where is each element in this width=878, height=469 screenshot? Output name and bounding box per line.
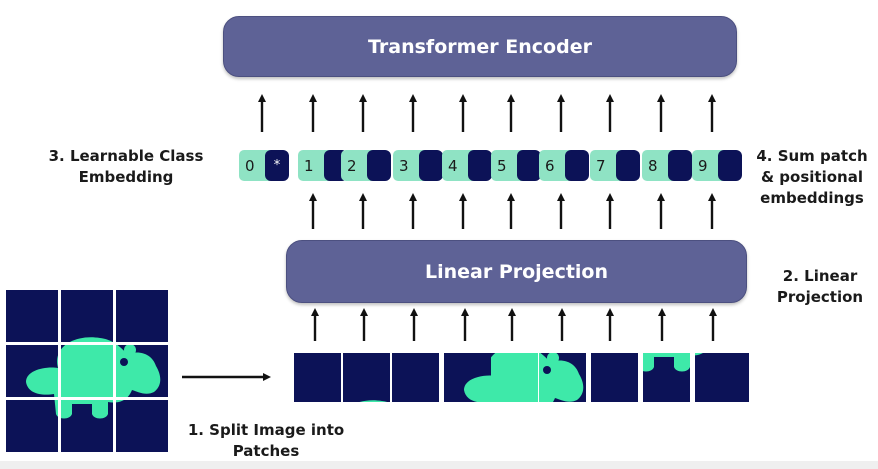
- hippo-body: [61, 345, 113, 397]
- source-image-grid: [6, 290, 168, 453]
- linear-projection-block: Linear Projection: [286, 240, 747, 303]
- step-split-patches-label: 1. Split Image into Patches: [187, 421, 345, 460]
- hippo-ear: [124, 345, 136, 356]
- class-token-embedding: *: [265, 150, 289, 181]
- step-class-embedding-label: 3. Learnable Class Embedding: [48, 147, 204, 186]
- hippo-body: [464, 375, 491, 402]
- flattened-patch: [444, 353, 491, 402]
- embedding-token-1: 1: [298, 150, 348, 181]
- hippo-body: [539, 353, 584, 402]
- hippo-body: [61, 400, 113, 419]
- hippo-body: [26, 355, 58, 397]
- embedding-token-9: 9: [692, 150, 742, 181]
- hippo-body: [54, 400, 58, 417]
- linear-projection-label: Linear Projection: [424, 260, 609, 283]
- hippo-body: [116, 345, 161, 397]
- embedding-token-7: 7: [590, 150, 640, 181]
- hippo-eye: [543, 366, 551, 374]
- flattened-patch: [294, 353, 341, 402]
- embedding-token-6: 6: [539, 150, 589, 181]
- image-patch-cell: [6, 345, 58, 397]
- patch-embedding: [419, 150, 443, 181]
- embedding-token-3: 3: [393, 150, 443, 181]
- flattened-patch: [343, 353, 390, 402]
- step-sum-embeddings-label: 4. Sum patch & positional embeddings: [756, 147, 868, 207]
- flattened-patch: [392, 353, 439, 402]
- embedding-token-2: 2: [341, 150, 391, 181]
- image-patch-cell: [116, 400, 168, 452]
- flattened-patch: [643, 353, 690, 402]
- hippo-body: [116, 400, 124, 403]
- transformer-encoder-label: Transformer Encoder: [368, 35, 592, 58]
- image-patch-cell: [116, 290, 168, 342]
- patch-embedding: [468, 150, 492, 181]
- transformer-encoder-block: Transformer Encoder: [223, 16, 737, 77]
- hippo-body: [643, 353, 690, 372]
- flattened-patch: [539, 353, 586, 402]
- hippo-body: [695, 353, 703, 356]
- embedding-token-4: 4: [442, 150, 492, 181]
- embedding-token-8: 8: [642, 150, 692, 181]
- flattened-patch: [591, 353, 638, 402]
- flattened-patch: [491, 353, 538, 402]
- hippo-ear: [547, 353, 559, 364]
- image-patch-cell: [61, 400, 113, 452]
- image-patch-cell: [61, 345, 113, 397]
- embedding-token-0: 0*: [239, 150, 289, 181]
- patch-embedding: [616, 150, 640, 181]
- image-patch-cell: [61, 290, 113, 342]
- hippo-eye: [120, 358, 128, 366]
- patch-embedding: [517, 150, 541, 181]
- hippo-body: [491, 353, 538, 402]
- patch-embedding: [367, 150, 391, 181]
- patch-embedding: [718, 150, 742, 181]
- bottom-stripe: [0, 461, 878, 469]
- patch-embedding: [668, 150, 692, 181]
- hippo-body: [359, 400, 388, 402]
- flattened-patch: [695, 353, 749, 402]
- image-patch-cell: [6, 290, 58, 342]
- hippo-body: [70, 337, 113, 342]
- image-patch-cell: [6, 400, 58, 452]
- image-patch-cell: [116, 345, 168, 397]
- flattened-patch-row: [294, 353, 749, 402]
- embedding-token-5: 5: [491, 150, 541, 181]
- patch-embedding: [565, 150, 589, 181]
- step-linear-projection-label: 2. Linear Projection: [776, 267, 864, 306]
